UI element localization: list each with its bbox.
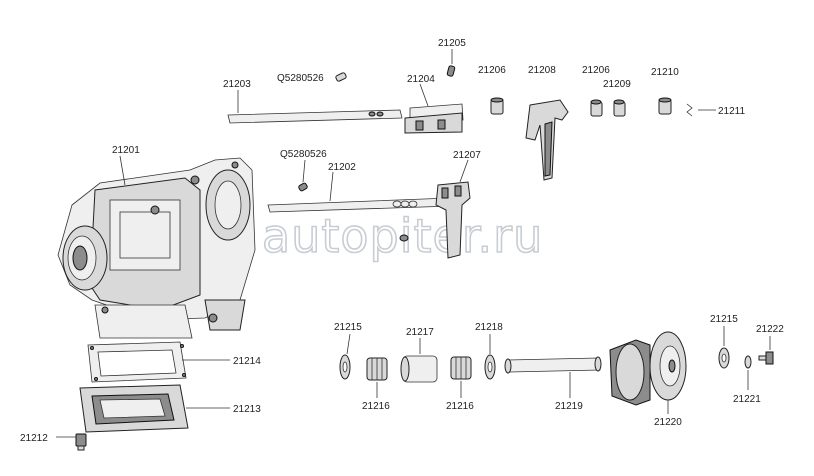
bushing-21206-right: [590, 99, 603, 117]
washer-21221: [744, 355, 752, 390]
label-q5280526-lower: Q5280526: [280, 149, 327, 160]
shift-rod-21203: [227, 90, 403, 124]
spacer-21217: [400, 338, 438, 383]
part-labels: 21201 21202 21203 21204 21205 21206 2120…: [20, 38, 784, 444]
label-21216-right: 21216: [446, 401, 474, 412]
bearing-21216-left: [366, 357, 388, 398]
plug-21212: [56, 433, 87, 451]
label-21220: 21220: [654, 417, 682, 428]
bushing-21209: [613, 99, 626, 117]
label-21215-right: 21215: [710, 314, 738, 325]
label-21205: 21205: [438, 38, 466, 49]
shaft-21219: [504, 356, 602, 398]
bushing-21210: [658, 97, 672, 115]
washer-21218: [484, 334, 496, 380]
label-21214: 21214: [233, 356, 261, 367]
label-21202: 21202: [328, 162, 356, 173]
label-21215-left: 21215: [334, 322, 362, 333]
label-21207: 21207: [453, 150, 481, 161]
label-21203: 21203: [223, 79, 251, 90]
clip-21211: [686, 103, 716, 117]
bracket-21204: [404, 83, 464, 134]
label-21210: 21210: [651, 67, 679, 78]
label-21221: 21221: [733, 394, 761, 405]
gasket-21214: [87, 341, 230, 383]
label-21201: 21201: [112, 145, 140, 156]
bearing-21216-right: [450, 356, 472, 398]
label-21219: 21219: [555, 401, 583, 412]
label-21212: 21212: [20, 433, 48, 444]
label-21218: 21218: [475, 322, 503, 333]
pin-21205: [446, 49, 456, 77]
label-21206-right: 21206: [582, 65, 610, 76]
label-21216-left: 21216: [362, 401, 390, 412]
label-21211: 21211: [718, 106, 746, 117]
label-21208: 21208: [528, 65, 556, 76]
pin-q5280526-lower: [298, 159, 308, 192]
label-21206-left: 21206: [478, 65, 506, 76]
washer-21215-right: [718, 326, 730, 369]
housing-21201: [57, 155, 256, 339]
washer-21215-left: [339, 333, 351, 380]
cover-21213: [79, 384, 230, 433]
pin-q5280526-upper: [335, 72, 347, 82]
label-21222: 21222: [756, 324, 784, 335]
shift-fork-21208: [525, 99, 569, 181]
label-q5280526-upper: Q5280526: [277, 73, 324, 84]
label-21217: 21217: [406, 327, 434, 338]
label-21209: 21209: [603, 79, 631, 90]
shift-fork-21207: [435, 159, 471, 259]
label-21213: 21213: [233, 404, 261, 415]
gear-21220: [609, 331, 687, 414]
bolt-21222: [758, 336, 774, 365]
bushing-21206-left: [490, 97, 504, 115]
label-21204: 21204: [407, 74, 435, 85]
